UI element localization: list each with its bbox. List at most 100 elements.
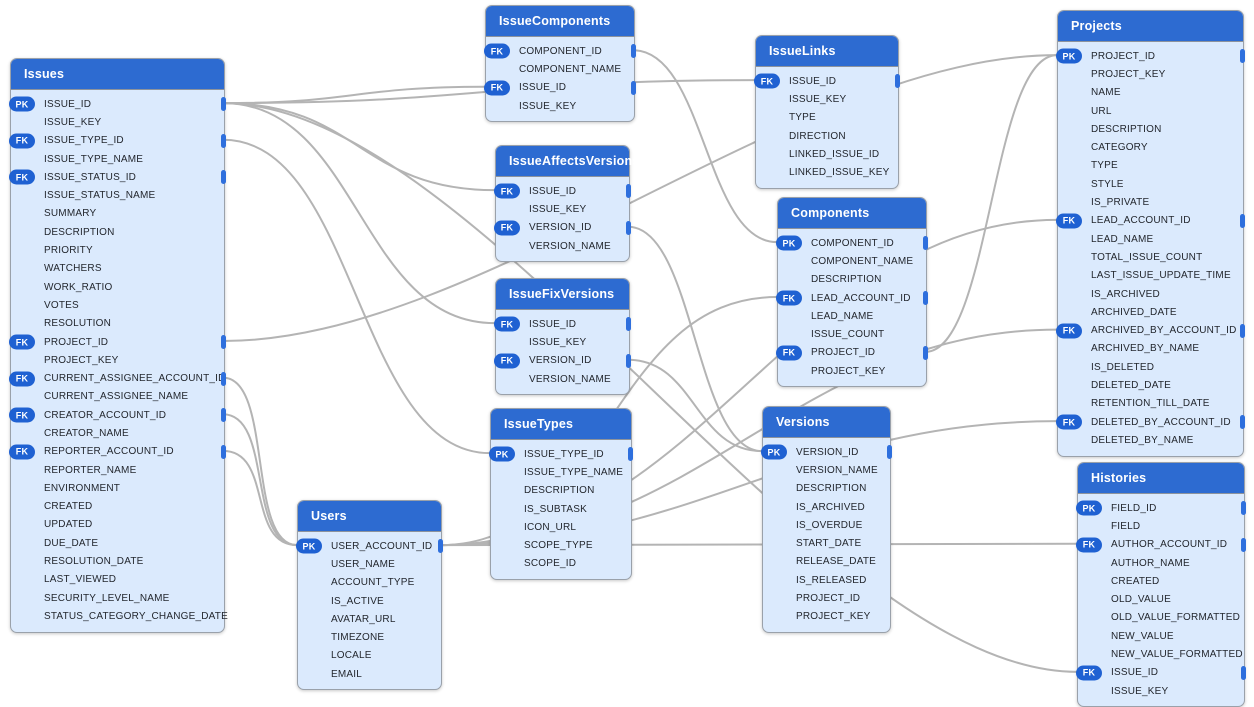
- field-row: CATEGORY: [1058, 138, 1243, 156]
- field-name: ISSUE_ID: [529, 185, 577, 197]
- field-name: AUTHOR_ACCOUNT_ID: [1111, 539, 1228, 551]
- field-name: PROJECT_ID: [1091, 50, 1156, 62]
- fk-badge: FK: [1076, 537, 1102, 553]
- field-row: RETENTION_TILL_DATE: [1058, 395, 1243, 413]
- field-name: TOTAL_ISSUE_COUNT: [1091, 251, 1203, 263]
- fk-badge: FK: [494, 220, 520, 236]
- connection-port[interactable]: [1241, 537, 1246, 552]
- connection-port[interactable]: [438, 539, 443, 554]
- connection-port[interactable]: [626, 317, 631, 332]
- field-row: ARCHIVED_DATE: [1058, 303, 1243, 321]
- field-name: STATUS_CATEGORY_CHANGE_DATE: [44, 610, 228, 622]
- field-name: CREATOR_NAME: [44, 427, 129, 439]
- pk-badge: PK: [1056, 48, 1082, 64]
- field-row: WORK_RATIO: [11, 278, 224, 296]
- connection-port[interactable]: [626, 220, 631, 235]
- field-name: LEAD_NAME: [1091, 233, 1154, 245]
- field-row: USER_NAME: [298, 555, 441, 573]
- fk-badge: FK: [1076, 665, 1102, 681]
- connection-port[interactable]: [631, 80, 636, 95]
- connection-port[interactable]: [221, 133, 226, 148]
- connection-port[interactable]: [923, 236, 928, 251]
- connection-port[interactable]: [923, 291, 928, 306]
- field-name: ISSUE_TYPE_ID: [524, 448, 604, 460]
- pk-badge: PK: [761, 444, 787, 460]
- field-name: ARCHIVED_BY_NAME: [1091, 343, 1200, 355]
- field-name: DELETED_DATE: [1091, 379, 1172, 391]
- connection-port[interactable]: [221, 97, 226, 112]
- field-row: DESCRIPTION: [1058, 120, 1243, 138]
- connection-port[interactable]: [626, 353, 631, 368]
- field-row: EMAIL: [298, 665, 441, 683]
- field-row: DESCRIPTION: [491, 482, 631, 500]
- field-name: OLD_VALUE: [1111, 594, 1171, 606]
- connection-port[interactable]: [1240, 213, 1245, 228]
- field-row: PROJECT_KEY: [1058, 65, 1243, 83]
- connection-port[interactable]: [628, 447, 633, 462]
- connection-port[interactable]: [221, 371, 226, 386]
- fk-badge: FK: [9, 407, 35, 423]
- pk-badge: PK: [776, 235, 802, 251]
- connection-port[interactable]: [887, 445, 892, 460]
- field-row: SUMMARY: [11, 205, 224, 223]
- connection-port[interactable]: [221, 408, 226, 423]
- field-row: COMPONENT_NAME: [486, 60, 634, 78]
- table-title: Issues: [11, 59, 224, 90]
- field-row: REPORTER_NAME: [11, 461, 224, 479]
- connection-port[interactable]: [895, 74, 900, 89]
- field-name: LINKED_ISSUE_KEY: [789, 167, 890, 179]
- field-row: AUTHOR_NAME: [1078, 554, 1244, 572]
- table-title: IssueAffectsVersions: [496, 146, 639, 177]
- connection-port[interactable]: [1241, 501, 1246, 516]
- connection-port[interactable]: [631, 44, 636, 59]
- field-row: STYLE: [1058, 175, 1243, 193]
- table-title: IssueComponents: [486, 6, 634, 37]
- connection-port[interactable]: [1240, 323, 1245, 338]
- field-name: ISSUE_KEY: [1111, 685, 1169, 697]
- table-title: Versions: [763, 407, 890, 438]
- connection-port[interactable]: [923, 345, 928, 360]
- field-name: DIRECTION: [789, 130, 846, 142]
- connection-port[interactable]: [221, 170, 226, 185]
- field-row: CURRENT_ASSIGNEE_NAME: [11, 388, 224, 406]
- connection-port[interactable]: [1241, 665, 1246, 680]
- relationship-line: [222, 449, 298, 547]
- field-name: DELETED_BY_ACCOUNT_ID: [1091, 416, 1231, 428]
- connection-port[interactable]: [221, 444, 226, 459]
- fk-badge: FK: [776, 290, 802, 306]
- field-row: DELETED_DATE: [1058, 376, 1243, 394]
- field-row: RELEASE_DATE: [763, 553, 890, 571]
- connection-port[interactable]: [1240, 49, 1245, 64]
- field-name: CURRENT_ASSIGNEE_NAME: [44, 391, 189, 403]
- field-row: DESCRIPTION: [778, 271, 926, 289]
- field-row: ICON_URL: [491, 518, 631, 536]
- connection-port[interactable]: [1240, 415, 1245, 430]
- connection-port[interactable]: [626, 184, 631, 199]
- field-row: SCOPE_ID: [491, 555, 631, 573]
- pk-badge: PK: [489, 446, 515, 462]
- field-name: DESCRIPTION: [524, 485, 595, 497]
- connection-port[interactable]: [221, 335, 226, 349]
- field-row: SECURITY_LEVEL_NAME: [11, 589, 224, 607]
